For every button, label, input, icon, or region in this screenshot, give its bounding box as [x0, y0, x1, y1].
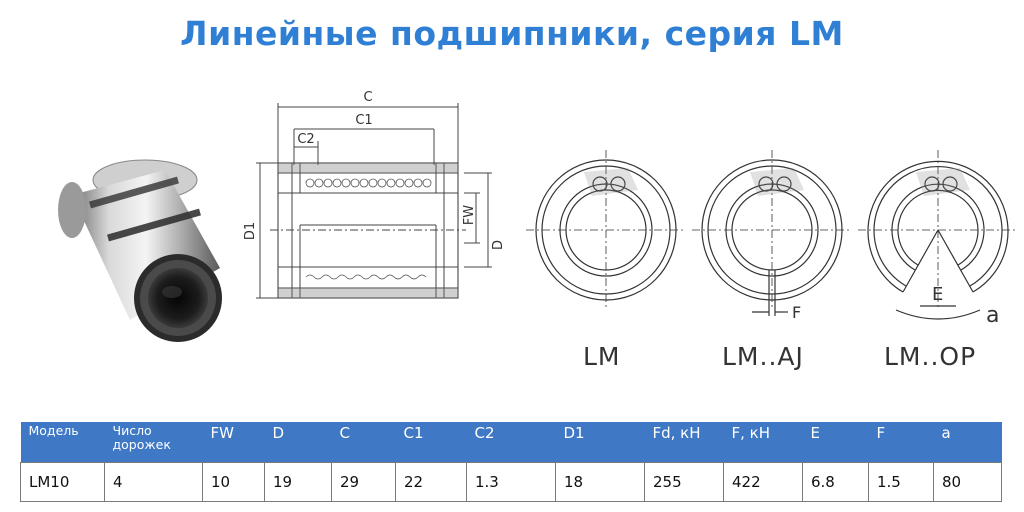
- cell-a: 80: [933, 462, 1002, 502]
- col-header-model: Модель: [20, 422, 105, 463]
- page-title: Линейные подшипники, серия LM: [180, 14, 844, 53]
- dim-e-label: E: [932, 284, 943, 305]
- variant-lm-op-drawing: E a: [858, 150, 1018, 328]
- cell-e: 6.8: [802, 462, 869, 502]
- cell-c2: 1.3: [466, 462, 556, 502]
- dim-d1-label: D1: [243, 222, 258, 240]
- cell-tracks: 4: [104, 462, 203, 502]
- variant-lm-aj-label: LM..AJ: [722, 342, 804, 371]
- col-header-e: E: [802, 422, 869, 463]
- col-header-c2: C2: [466, 422, 556, 463]
- variant-lm-drawing: [526, 150, 686, 310]
- table-header-row: Модель Число дорожек FW D C C1 C2 D1 Fd,…: [20, 422, 1002, 463]
- cell-d1: 18: [555, 462, 645, 502]
- cell-c1: 22: [395, 462, 467, 502]
- col-header-f-kn: F, кН: [723, 422, 803, 463]
- col-header-d1: D1: [555, 422, 645, 463]
- col-header-c1: C1: [395, 422, 467, 463]
- cell-f-kn: 422: [723, 462, 803, 502]
- variant-lm-op-label: LM..OP: [884, 342, 977, 371]
- dim-c-label: C: [363, 90, 372, 105]
- cell-f: 1.5: [868, 462, 934, 502]
- cross-section-drawing: C C1 C2 D1 FW D: [243, 90, 506, 299]
- cell-fw: 10: [202, 462, 265, 502]
- cell-d: 19: [264, 462, 332, 502]
- bearing-photo: [58, 159, 222, 342]
- col-header-f: F: [868, 422, 934, 463]
- col-header-d: D: [264, 422, 332, 463]
- col-header-a: a: [933, 422, 1002, 463]
- dim-fw-label: FW: [462, 205, 477, 225]
- cell-model: LM10: [20, 462, 105, 502]
- variant-lm-aj-drawing: F: [692, 150, 852, 322]
- spec-table: Модель Число дорожек FW D C C1 C2 D1 Fd,…: [20, 422, 1002, 502]
- col-header-fd: Fd, кН: [644, 422, 724, 463]
- dim-c2-label: C2: [297, 132, 314, 147]
- dim-f-label: F: [792, 303, 801, 322]
- angle-a-label: a: [986, 303, 999, 328]
- table-row: LM10 4 10 19 29 22 1.3 18 255 422 6.8 1.…: [20, 462, 1002, 502]
- dim-d-label: D: [491, 240, 506, 250]
- dim-c1-label: C1: [355, 113, 372, 128]
- cell-fd: 255: [644, 462, 724, 502]
- col-header-fw: FW: [202, 422, 265, 463]
- col-header-tracks: Число дорожек: [104, 422, 203, 463]
- variant-lm-label: LM: [583, 342, 621, 371]
- cell-c: 29: [331, 462, 396, 502]
- col-header-c: C: [331, 422, 396, 463]
